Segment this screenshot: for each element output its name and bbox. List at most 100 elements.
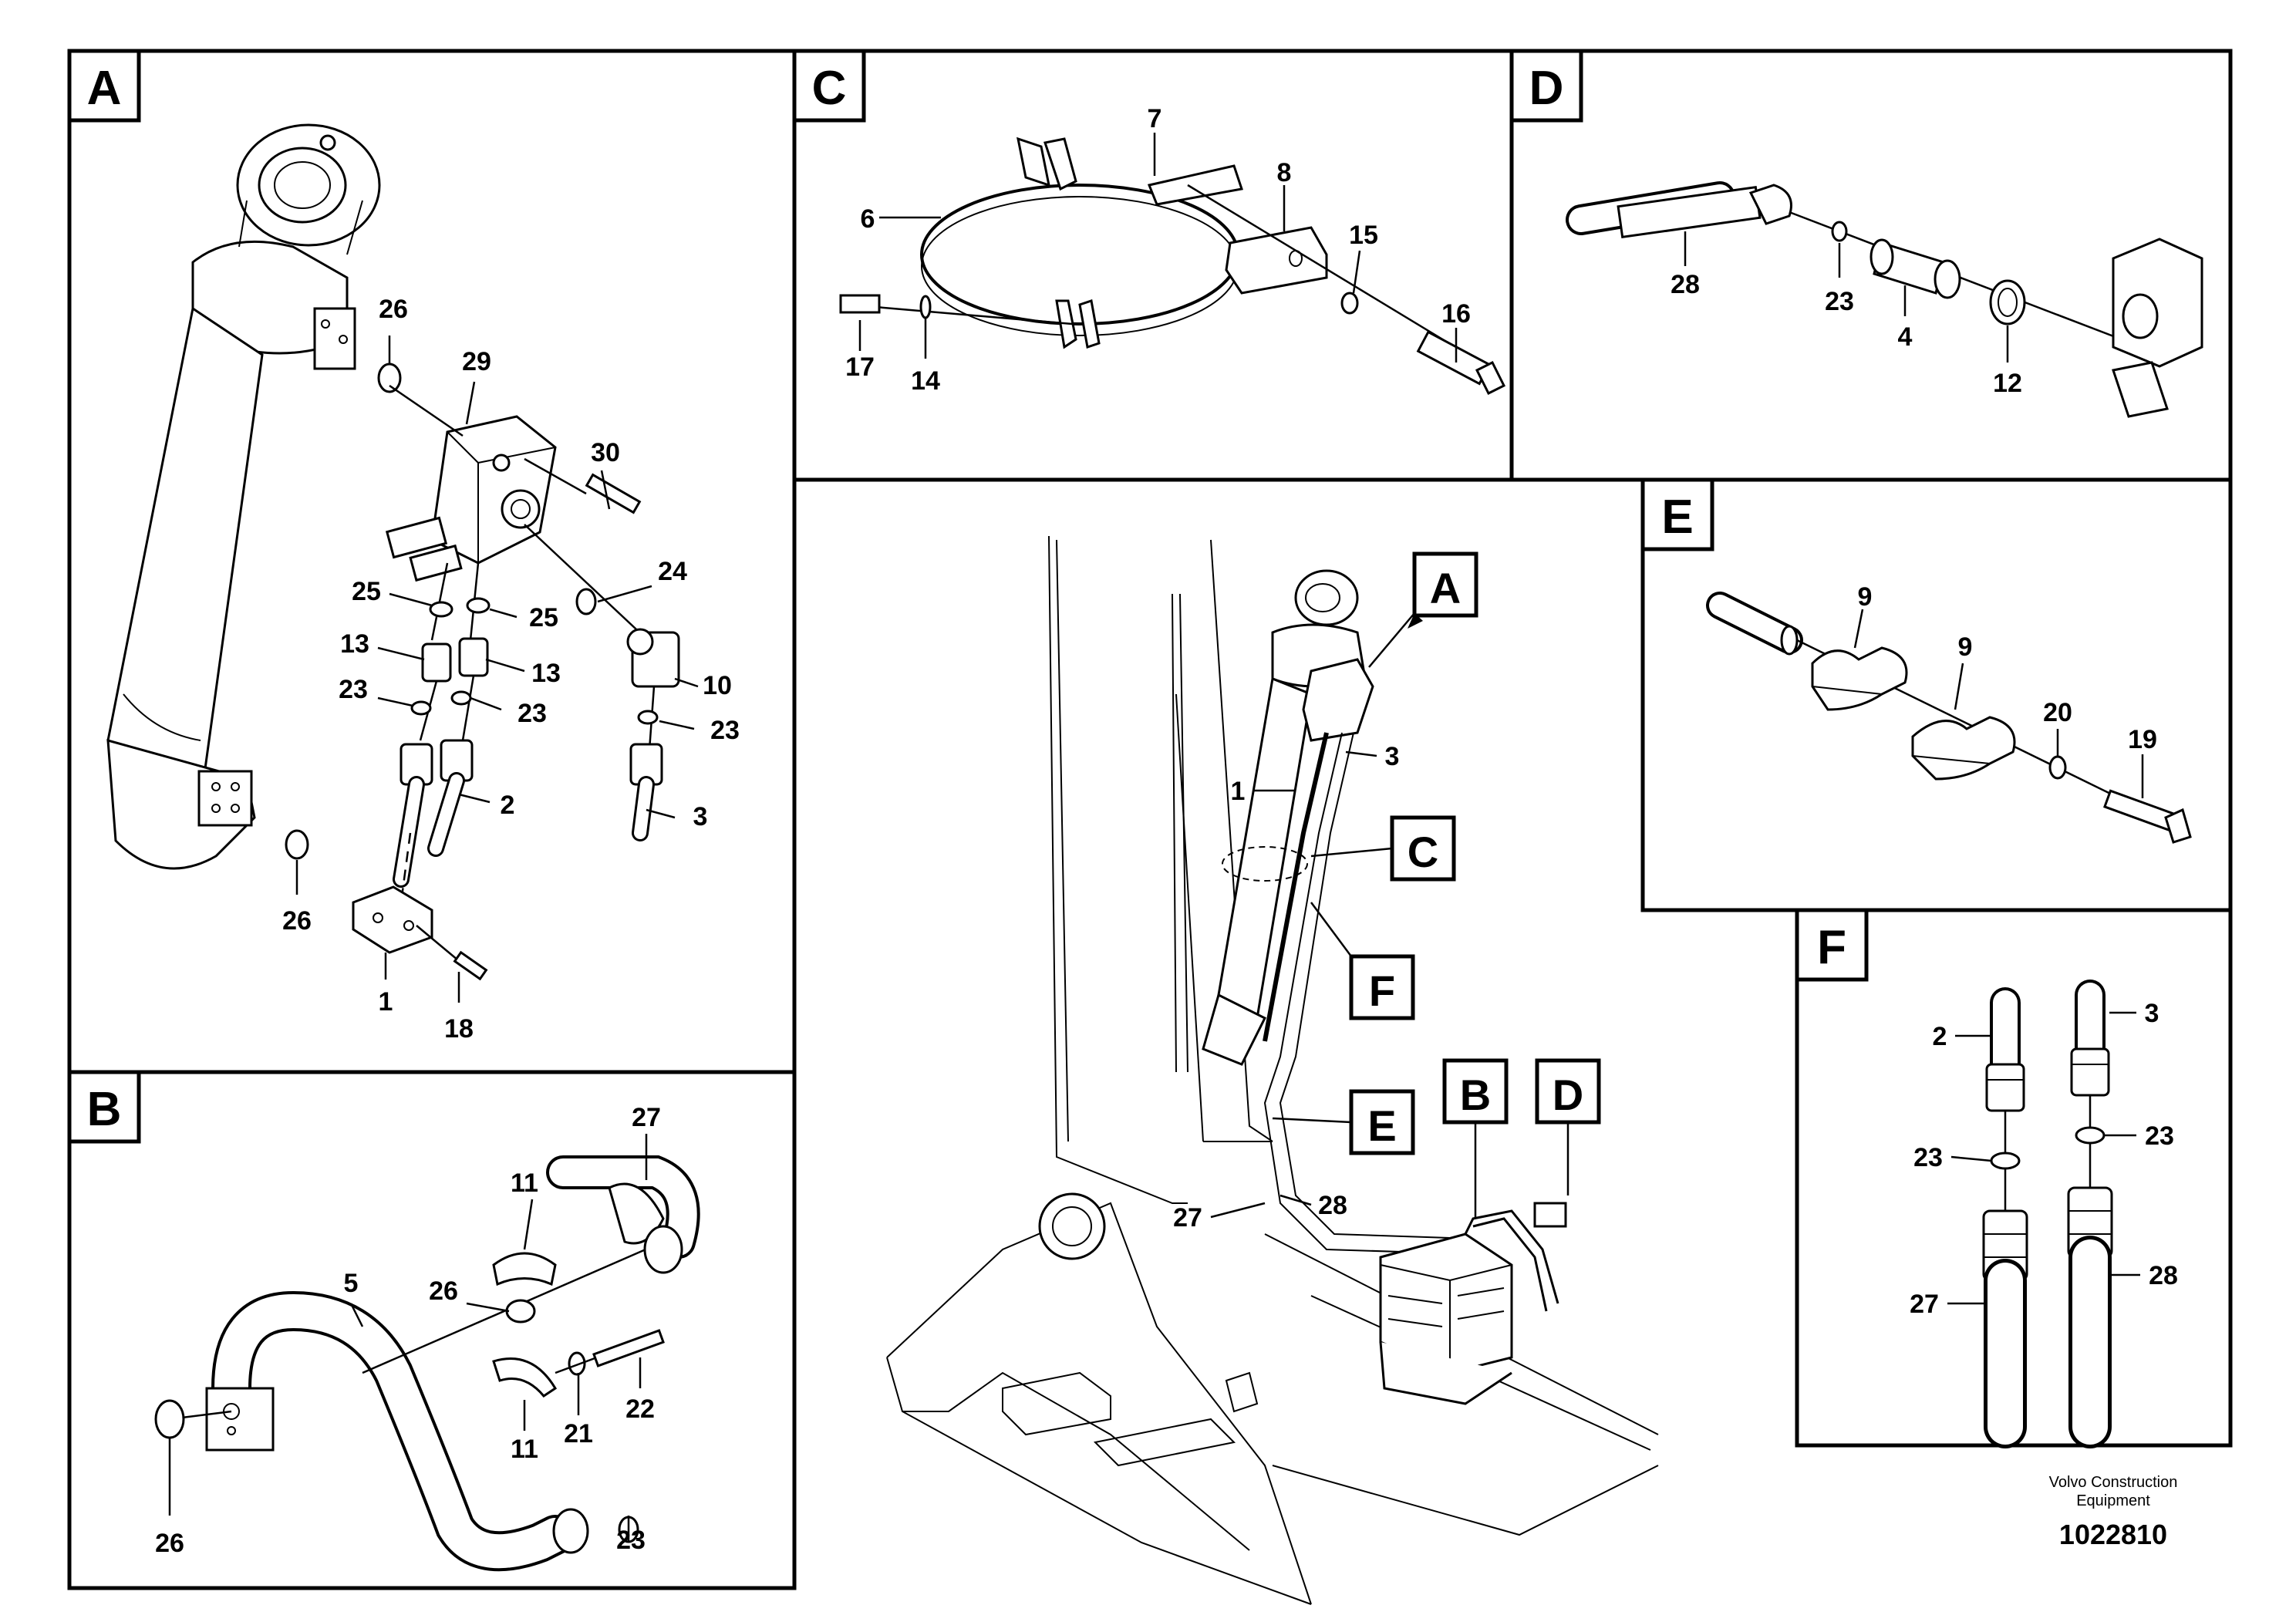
callout-25: 25 xyxy=(529,603,558,632)
callout-16: 16 xyxy=(1441,299,1471,329)
callout-23: 23 xyxy=(339,675,368,704)
callout-27: 27 xyxy=(1910,1290,1939,1319)
callout-1: 1 xyxy=(379,987,393,1017)
panel-c-tag: C xyxy=(812,62,847,115)
callout-25: 25 xyxy=(352,577,381,606)
callout-7: 7 xyxy=(1148,104,1162,133)
o-ring-24 xyxy=(575,588,597,615)
callout-21: 21 xyxy=(564,1419,593,1448)
panel-c-tag-box xyxy=(792,49,866,123)
panel-b: B 27 11 26 5 xyxy=(67,1070,700,1572)
panel-b-frame xyxy=(67,1070,797,1590)
overview-callout-e-box xyxy=(1349,1089,1415,1155)
boom-edge-left xyxy=(1048,535,1188,1204)
overview-callout-f: F xyxy=(1369,966,1395,1015)
panel-a-tag-box xyxy=(67,49,141,123)
callout-12: 12 xyxy=(1993,369,2022,398)
callout-23: 23 xyxy=(710,716,740,745)
footer: Volvo Construction Equipment 1022810 xyxy=(2049,1474,2178,1550)
valve-block xyxy=(385,415,557,582)
o-ring-26-bottom xyxy=(285,829,309,860)
panel-e: E 9 9 20 19 xyxy=(1640,477,2192,844)
bracket-7 xyxy=(1147,164,1243,206)
callout-23: 23 xyxy=(2145,1121,2174,1151)
clamp-9-b xyxy=(1911,716,2016,781)
callout-2: 2 xyxy=(1933,1022,1947,1051)
fitting-d xyxy=(1533,1202,1567,1228)
o-ring-26 xyxy=(505,1299,536,1324)
o-ring-25-right xyxy=(466,597,491,614)
o-ring-25-left xyxy=(429,601,453,618)
callout-3: 3 xyxy=(693,802,708,831)
panel-e-tag-box xyxy=(1640,477,1714,551)
flange-1 xyxy=(352,885,488,981)
overview-callout-f-box xyxy=(1349,954,1415,1020)
panel-f-tag-box xyxy=(1795,908,1869,982)
boom-cylinder xyxy=(106,123,381,870)
callout-20: 20 xyxy=(2043,698,2072,727)
washer-20 xyxy=(2048,755,2067,780)
callout-26: 26 xyxy=(429,1276,458,1306)
clamp-9-a xyxy=(1811,646,1908,711)
callout-13: 13 xyxy=(340,629,369,659)
panel-a: A xyxy=(67,49,740,1044)
o-ring-23-mid xyxy=(450,690,472,706)
panel-b-tag: B xyxy=(87,1083,122,1136)
callout-26: 26 xyxy=(282,906,312,936)
overview-callout-1: 1 xyxy=(1231,777,1246,806)
panel-e-tag: E xyxy=(1661,491,1693,544)
callout-10: 10 xyxy=(703,671,732,700)
panel-b-tag-box xyxy=(67,1070,141,1144)
callout-27: 27 xyxy=(632,1103,661,1132)
callout-9: 9 xyxy=(1858,582,1873,612)
panel-d-tag-box xyxy=(1509,49,1583,123)
panel-f: F 2 3 23 23 27 28 xyxy=(1795,908,2178,1448)
clamp-half-upper xyxy=(492,1252,557,1286)
valve-block-small xyxy=(1302,658,1374,742)
panel-c: C 7 8 6 15 16 17 14 xyxy=(792,49,1506,396)
tube-nut xyxy=(552,1508,589,1554)
o-ring-26-b xyxy=(154,1399,185,1439)
company-name-line1: Volvo Construction xyxy=(2049,1474,2178,1491)
washer-15 xyxy=(1340,292,1359,315)
overview-callout-27: 27 xyxy=(1173,1203,1202,1233)
saddle-8 xyxy=(1225,226,1328,295)
o-ring-23-f-left xyxy=(1990,1152,2021,1170)
washer-14 xyxy=(919,295,932,319)
callout-30: 30 xyxy=(591,438,620,467)
overview-callout-c: C xyxy=(1408,828,1438,876)
o-ring-23-right xyxy=(637,710,659,725)
bolt-19 xyxy=(2103,789,2177,832)
clamp-band-6 xyxy=(920,184,1239,325)
callout-28: 28 xyxy=(2149,1261,2178,1290)
callout-2: 2 xyxy=(501,791,515,820)
bolt-22 xyxy=(592,1329,665,1367)
callout-26: 26 xyxy=(155,1529,184,1558)
panel-d-tag: D xyxy=(1529,62,1564,115)
overview-callout-3: 3 xyxy=(1385,742,1400,771)
callout-23: 23 xyxy=(1913,1143,1943,1172)
callout-5: 5 xyxy=(344,1269,359,1298)
overview-callout-b: B xyxy=(1460,1071,1491,1119)
tube-flange xyxy=(205,1387,275,1452)
callout-11: 11 xyxy=(511,1435,538,1464)
union-12 xyxy=(1989,279,2026,325)
callout-22: 22 xyxy=(625,1394,655,1424)
overview-callout-28: 28 xyxy=(1318,1191,1347,1220)
callout-26: 26 xyxy=(379,295,408,324)
callout-23: 23 xyxy=(1825,287,1854,316)
callout-23: 23 xyxy=(518,699,547,728)
callout-14: 14 xyxy=(911,366,940,396)
callout-18: 18 xyxy=(444,1014,474,1044)
clamp-half-lower xyxy=(492,1357,558,1398)
overview-callout-d-box xyxy=(1535,1058,1601,1125)
callout-29: 29 xyxy=(462,347,491,376)
panel-d: D 28 23 4 12 xyxy=(1509,49,2203,418)
hose-fittings-a xyxy=(393,562,663,903)
callout-23: 23 xyxy=(616,1526,646,1555)
panel-a-tag: A xyxy=(87,62,122,115)
overview-callout-a: A xyxy=(1430,564,1461,612)
o-ring-23-f-right xyxy=(2075,1126,2106,1145)
callout-19: 19 xyxy=(2128,725,2157,754)
